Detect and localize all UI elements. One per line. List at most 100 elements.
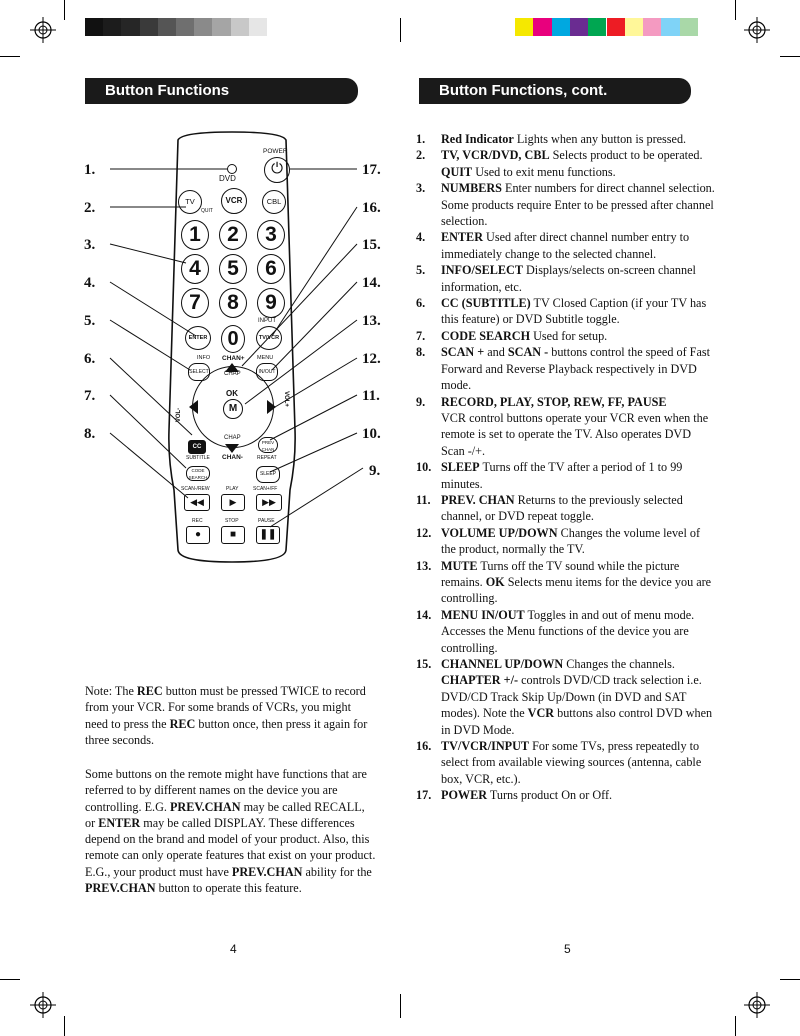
list-item-number: 2. xyxy=(416,148,426,163)
note-text: may be called RECALL, or xyxy=(85,799,365,830)
note-text: Some buttons on the remote might have fu… xyxy=(85,767,367,814)
digit-9-button[interactable]: 9 xyxy=(257,288,285,318)
list-item-number: 14. xyxy=(416,607,432,622)
list-item-description: and xyxy=(484,345,508,360)
crop-mark xyxy=(735,1016,736,1036)
list-item: 17.POWER Turns product On or Off. xyxy=(416,787,716,803)
pause-button[interactable]: ❚❚ xyxy=(256,526,280,544)
list-item-number: 4. xyxy=(416,230,426,245)
list-item-description: Changes the volume level of the product,… xyxy=(441,525,701,557)
color-swatch xyxy=(551,18,570,36)
rewind-icon: ◀◀ xyxy=(190,497,204,507)
color-swatch xyxy=(515,18,534,36)
list-item-term: CHANNEL UP/DOWN xyxy=(441,657,564,671)
list-item-description: controls DVD/CD track selection i.e. DVD… xyxy=(441,673,702,721)
list-item-text: NUMBERS Enter numbers for direct channel… xyxy=(441,180,716,229)
digit-3-button[interactable]: 3 xyxy=(257,220,285,250)
digit-label: 2 xyxy=(227,223,239,246)
registration-mark-icon xyxy=(744,17,770,43)
list-item: 15. CHANNEL UP/DOWN Changes the channels.… xyxy=(416,656,716,738)
stop-button[interactable]: ■ xyxy=(221,526,245,544)
note-text: may be called DISPLAY. These differences… xyxy=(85,815,376,879)
cbl-button[interactable]: CBL xyxy=(262,190,286,214)
sleep-button[interactable]: SLEEP xyxy=(256,466,280,483)
list-item-number: 15. xyxy=(416,657,432,671)
crop-mark xyxy=(64,1016,65,1036)
list-item-term: PREV. CHAN xyxy=(441,492,515,507)
digit-4-button[interactable]: 4 xyxy=(181,254,209,284)
list-item-description: Turns product On or Off. xyxy=(487,788,613,803)
red-indicator-light xyxy=(227,164,237,174)
note-bold: REC xyxy=(136,684,163,698)
callout-13: 13. xyxy=(362,313,381,329)
vol-minus-label: VOL- xyxy=(176,407,183,423)
digit-5-button[interactable]: 5 xyxy=(219,254,247,284)
digit-label: 1 xyxy=(189,223,201,246)
list-item-number: 13. xyxy=(416,558,432,573)
list-item-term: QUIT xyxy=(441,164,473,179)
volume-up-button[interactable] xyxy=(267,400,276,414)
list-item-term: SCAN - xyxy=(507,345,549,360)
list-item-description: buttons also control DVD when in DVD Mod… xyxy=(441,706,713,737)
digit-0-button[interactable]: 0 xyxy=(221,325,245,353)
channel-down-button[interactable] xyxy=(225,444,239,453)
chan-plus-label: CHAN+ xyxy=(222,355,245,362)
list-item-term: CODE SEARCH xyxy=(441,328,531,343)
power-button[interactable]: ⏻ xyxy=(264,157,290,183)
rec-label: REC xyxy=(192,518,203,524)
cc-label: CC xyxy=(192,444,202,450)
left-section-header: Button Functions xyxy=(85,78,358,104)
digit-label: 3 xyxy=(265,223,277,246)
power-label: POWER xyxy=(263,148,288,155)
digit-6-button[interactable]: 6 xyxy=(257,254,285,284)
digit-label: 4 xyxy=(189,257,201,280)
digit-7-button[interactable]: 7 xyxy=(181,288,209,318)
list-item-number: 17. xyxy=(416,788,432,803)
enter-button[interactable]: ENTER xyxy=(185,326,211,350)
list-item-description: Selects product to be operated. xyxy=(549,148,703,163)
play-button[interactable]: ▶ xyxy=(221,494,245,511)
list-item-description: TV Closed Caption (if your TV has this f… xyxy=(441,296,707,327)
digit-1-button[interactable]: 1 xyxy=(181,220,209,250)
color-swatch xyxy=(661,18,680,36)
list-item-number: 3. xyxy=(416,181,426,196)
volume-down-button[interactable] xyxy=(189,400,198,414)
list-item-term: TV/VCR/INPUT xyxy=(441,739,530,754)
tv-button[interactable]: TV xyxy=(178,190,202,214)
note-bold: ENTER xyxy=(98,815,141,830)
digit-8-button[interactable]: 8 xyxy=(219,288,247,318)
digit-label: 0 xyxy=(227,328,239,350)
record-button[interactable]: ● xyxy=(186,526,210,544)
tv-vcr-label: TV/VCR xyxy=(258,335,280,341)
tv-vcr-button[interactable]: TV/VCR xyxy=(256,326,282,350)
chap-down-label: CHAP xyxy=(224,435,241,441)
list-item: 4. ENTER Used after direct channel number… xyxy=(416,229,716,262)
channel-up-button[interactable] xyxy=(225,363,239,372)
callout-10: 10. xyxy=(362,426,381,442)
menu-in-out-button[interactable]: IN/OUT xyxy=(256,363,278,381)
rewind-button[interactable]: ◀◀ xyxy=(184,494,210,511)
digit-2-button[interactable]: 2 xyxy=(219,220,247,250)
sleep-label: SLEEP xyxy=(259,471,277,477)
crop-mark xyxy=(735,0,736,20)
vcr-button[interactable]: VCR xyxy=(221,188,247,214)
callout-9: 9. xyxy=(369,463,381,479)
callout-3: 3. xyxy=(84,237,96,253)
fast-forward-button[interactable]: ▶▶ xyxy=(256,494,282,511)
list-item-text: ENTER Used after direct channel number e… xyxy=(441,229,716,262)
mute-ok-button[interactable]: M xyxy=(223,399,243,419)
list-item-number: 8. xyxy=(416,345,426,360)
button-functions-list: 1.Red Indicator Lights when any button i… xyxy=(416,131,716,804)
cc-subtitle-button[interactable]: CC xyxy=(188,440,206,454)
chan-label: CHAN xyxy=(261,447,275,452)
cbl-label: CBL xyxy=(266,197,282,206)
list-item-description: Used to exit menu functions. xyxy=(472,164,616,179)
callout-15: 15. xyxy=(362,237,381,253)
remote-buttons-layer: DVD POWER ⏻ TV QUIT VCR CBL 1 2 3 4 5 6 … xyxy=(100,130,370,570)
list-item-description: Changes the channels. xyxy=(563,657,675,671)
gray-swatch xyxy=(139,18,158,36)
digit-label: 7 xyxy=(189,291,201,314)
list-item-text: SCAN + and SCAN - buttons control the sp… xyxy=(441,344,716,393)
